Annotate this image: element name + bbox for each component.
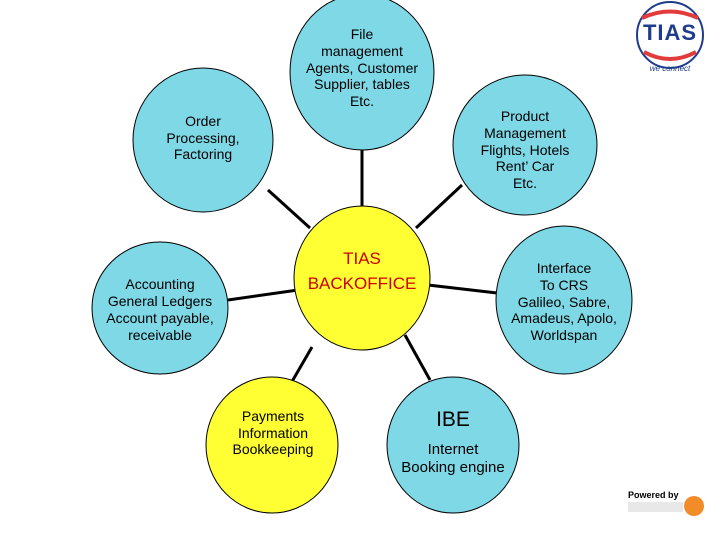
node-interface-circle [495,225,633,375]
center-title: TIAS [343,248,381,268]
node-interface-label: Interface To CRS Galileo, Sabre, Amadeus… [511,260,617,344]
node-order-circle [132,67,274,213]
node-product-circle [452,74,598,216]
node-ibe-circle [386,376,520,514]
center-label: TIAS BACKOFFICE [294,238,430,304]
powered-by-logo-icon [684,496,704,516]
node-file-circle [289,0,435,151]
logo-tagline: we connect [649,64,691,73]
connector-interface [427,283,498,295]
node-center-circle [293,205,431,351]
ibe-title: IBE [436,408,470,432]
node-ibe-label: IBE Internet Booking engine [401,408,505,476]
powered-by-logo-bar [628,502,683,512]
connector-payments [288,346,314,386]
node-file-label: File management Agents, Customer Supplie… [305,26,419,110]
center-subtitle: BACKOFFICE [307,274,417,293]
connector-ibe [403,334,432,381]
logo-icon [636,1,704,69]
powered-by-text: Powered by [628,490,679,500]
connector-order [266,188,312,230]
node-order-label: Order Processing, Factoring [166,112,240,163]
node-product-label: Product Management Flights, Hotels Rent’… [480,108,570,192]
node-payments-label: Payments Information Bookkeeping [232,407,314,458]
logo-text: TIAS [642,20,698,45]
connector-accounting [227,288,299,302]
connector-product [414,183,464,230]
node-payments-circle [205,376,339,514]
node-accounting-circle [91,241,229,375]
node-accounting-label: Accounting General Ledgers Account payab… [106,276,214,343]
